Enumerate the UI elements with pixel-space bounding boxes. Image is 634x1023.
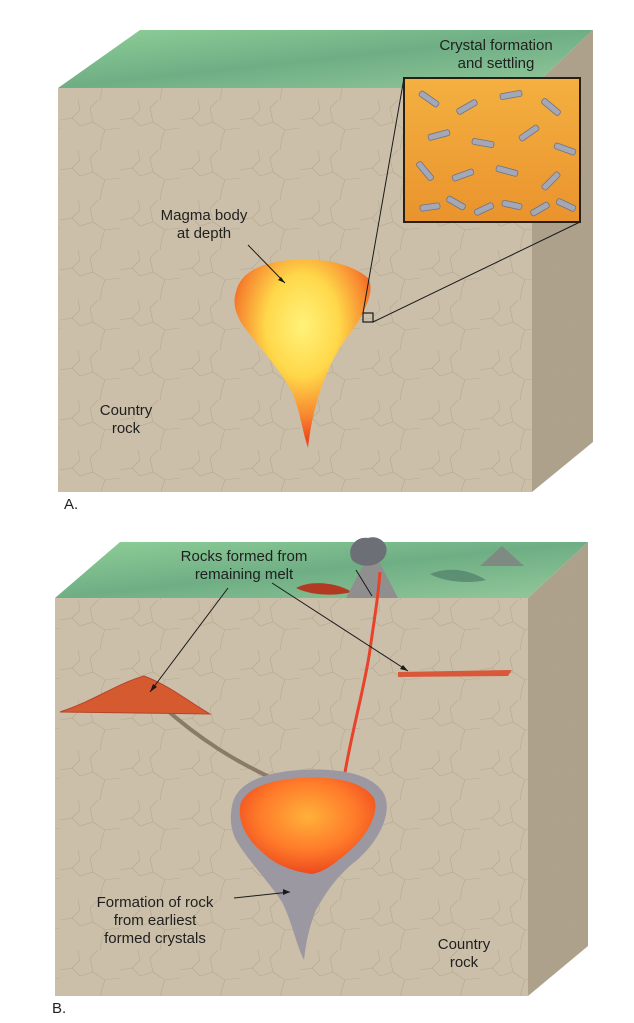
label-country-rock-b: Country rock <box>424 936 504 972</box>
label-earliest-crystals: Formation of rock from earliest formed c… <box>70 894 240 948</box>
label-country-rock-a: Country rock <box>86 402 166 438</box>
panel-letter-a: A. <box>64 496 78 514</box>
label-remaining-melt: Rocks formed from remaining melt <box>140 548 348 584</box>
label-magma-body: Magma body at depth <box>124 207 284 243</box>
label-line: Country <box>86 402 166 420</box>
label-line: rock <box>424 954 504 972</box>
label-line: Crystal formation <box>410 37 582 55</box>
label-crystal-formation: Crystal formation and settling <box>410 37 582 73</box>
label-line: Country <box>424 936 504 954</box>
label-line: rock <box>86 420 166 438</box>
label-line: formed crystals <box>70 930 240 948</box>
label-line: from earliest <box>70 912 240 930</box>
label-line: at depth <box>124 225 284 243</box>
label-line: Magma body <box>124 207 284 225</box>
label-line: Formation of rock <box>70 894 240 912</box>
label-line: and settling <box>410 55 582 73</box>
label-line: remaining melt <box>140 566 348 584</box>
label-line: Rocks formed from <box>140 548 348 566</box>
crystal-inset <box>404 78 580 222</box>
panel-letter-b: B. <box>52 1000 66 1018</box>
